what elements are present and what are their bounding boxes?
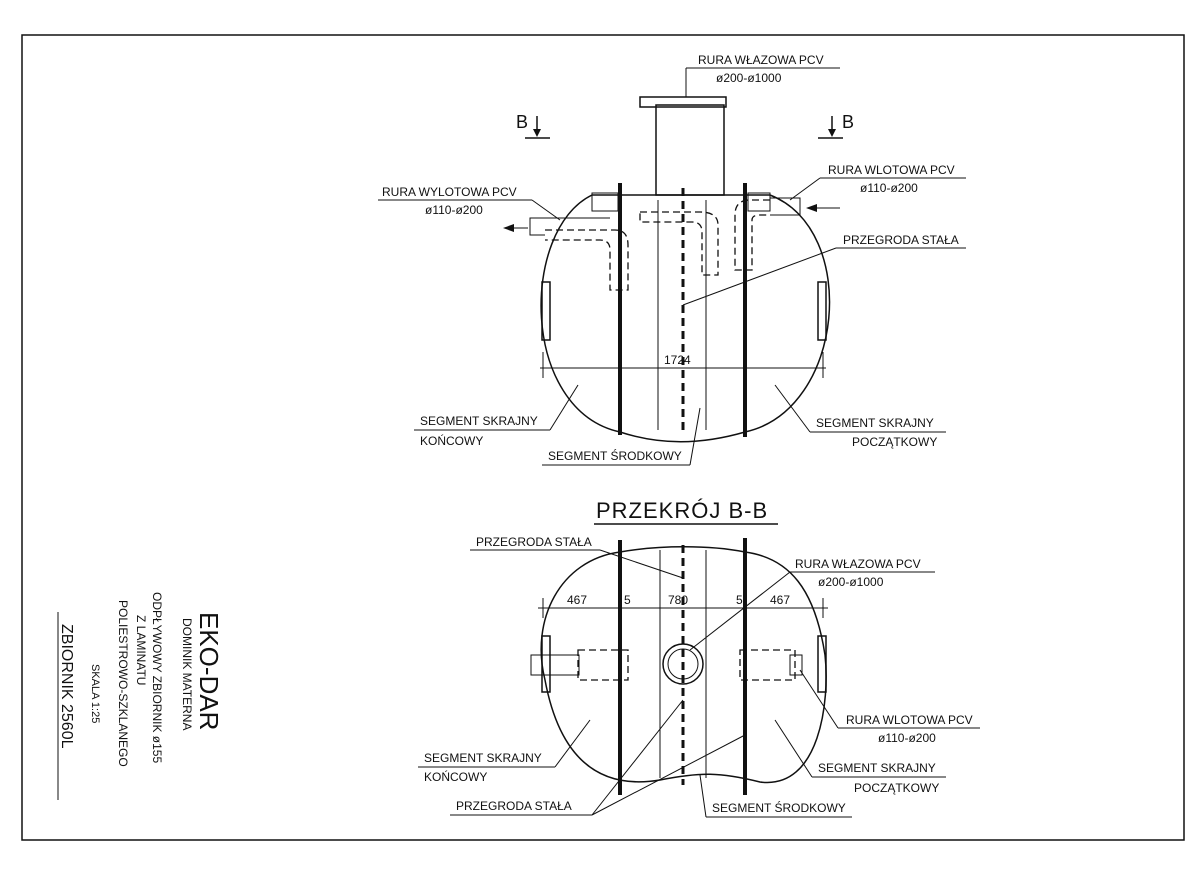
outlet-arrow-head [503,224,514,232]
label-outlet-1: RURA WYLOTOWA PCV [382,185,517,199]
section-dim-780: 780 [668,593,688,607]
title-block-text: EKO-DAR DOMINIK MATERNA ODPŁYWOWY ZBIORN… [57,592,224,800]
section-label-manhole-1: RURA WŁAZOWA PCV [795,557,921,571]
manhole-flange [639,96,727,108]
section-outlet-dashed [577,649,629,681]
section-label-start-seg-1: SEGMENT SKRAJNY [818,761,936,775]
side-lug-right [817,281,827,341]
section-label-end-seg-1: SEGMENT SKRAJNY [424,751,542,765]
title-scale: SKALA 1:25 [89,664,101,723]
transfer-pipe-dashed [639,211,719,276]
side-lug-left [541,281,551,341]
section-arrow-right-head [828,129,836,137]
section-manhole-circle-inner [667,648,699,680]
title-product: ZBIORNIK 2560L [58,624,75,749]
section-label-mid-seg: SEGMENT ŚRODKOWY [712,800,846,815]
inlet-elbow-dashed [734,199,770,271]
outlet-pipe [529,217,610,236]
section-leader-baffle-bottom-a [591,699,684,816]
section-dim-467-left: 467 [567,593,587,607]
section-leader-end-seg [554,719,591,768]
label-mid-seg: SEGMENT ŚRODKOWY [548,448,682,463]
top-flange-right [747,192,771,212]
section-mark-left: B [516,112,528,132]
section-arrow-left-head [533,129,541,137]
leader-start-seg [774,384,811,433]
section-leader-manhole [689,571,791,651]
label-end-seg-2: KOŃCOWY [420,433,483,448]
label-inlet-2: ø110-ø200 [860,181,918,195]
title-desc-3: POLIESTROWO-SZKLANEGO [116,600,130,767]
section-leader-mid-seg [699,774,707,818]
leader-outlet [531,199,561,221]
label-start-seg-1: SEGMENT SKRAJNY [816,416,934,430]
section-view: PRZEKRÓJ B-B 467 5 780 5 467 PRZEGRODA S… [418,498,980,818]
section-manhole-circle-outer [662,643,704,685]
section-title: PRZEKRÓJ B-B [596,498,768,523]
section-leader-baffle-bottom-b [591,734,746,816]
label-manhole-top-1: RURA WŁAZOWA PCV [698,53,824,67]
section-mark-right: B [842,112,854,132]
section-dim-5-left: 5 [624,593,631,607]
leader-inlet [789,177,821,201]
section-leader-baffle-top [599,549,684,579]
section-label-end-seg-2: KOŃCOWY [424,769,487,784]
manhole-riser [655,104,725,196]
label-manhole-top-2: ø200-ø1000 [716,71,782,85]
label-end-seg-1: SEGMENT SKRAJNY [420,414,538,428]
inlet-pipe [770,197,801,216]
label-start-seg-2: POCZĄTKOWY [852,435,937,449]
label-outlet-2: ø110-ø200 [425,203,483,217]
leader-mid-seg [689,407,701,466]
leader-end-seg [549,384,579,431]
label-inlet-1: RURA WLOTOWA PCV [828,163,955,177]
section-lug-right [817,635,827,693]
section-outlet-stub [530,654,580,676]
outlet-elbow-dashed [545,229,629,291]
title-desc-2: Z LAMINATU [134,615,148,685]
tank-outline-top [540,194,831,443]
title-desc-1: ODPŁYWOWY ZBIORNIK ø155 [150,592,164,763]
section-label-inlet-2: ø110-ø200 [878,731,936,745]
drawing-frame [21,34,1185,841]
leader-baffle-top [682,247,837,306]
section-leader-inlet [799,669,839,729]
inlet-arrow-head [806,204,817,212]
section-label-manhole-2: ø200-ø1000 [818,575,884,589]
title-owner: DOMINIK MATERNA [180,618,194,730]
section-label-start-seg-2: POCZĄTKOWY [854,781,939,795]
section-inlet-dashed [739,649,796,681]
section-label-baffle-top: PRZEGRODA STAŁA [476,535,592,549]
section-dim-5-right: 5 [736,593,743,607]
section-label-inlet-1: RURA WLOTOWA PCV [846,713,973,727]
section-label-baffle-bottom: PRZEGRODA STAŁA [456,799,572,813]
section-dim-467-right: 467 [770,593,790,607]
section-leader-start-seg [774,719,813,778]
section-lug-left [541,635,551,693]
section-inlet-stub [789,654,803,676]
dim-1724: 1724 [664,353,691,367]
label-baffle-top: PRZEGRODA STAŁA [843,233,959,247]
title-company: EKO-DAR [194,612,224,730]
top-view: 1724 B B RURA WŁAZOWA PCV ø200-ø1000 RUR… [378,53,966,466]
